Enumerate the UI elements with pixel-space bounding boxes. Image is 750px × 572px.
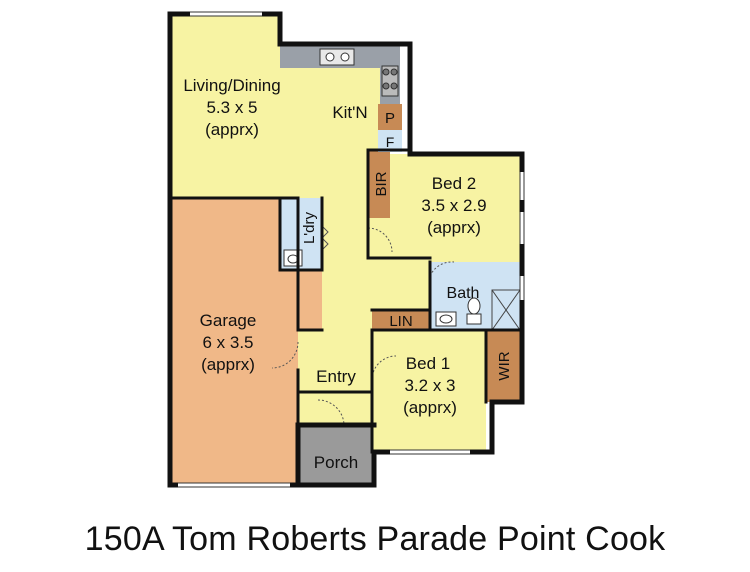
porch-floor — [298, 425, 372, 485]
fridge-space — [378, 130, 402, 152]
bed1-size: 3.2 x 3 — [404, 376, 455, 395]
pantry-label: P — [385, 110, 395, 127]
property-address: 150A Tom Roberts Parade Point Cook — [84, 520, 666, 558]
bed2-size: 3.5 x 2.9 — [421, 196, 486, 215]
floor-plan: Living/Dining 5.3 x 5 (apprx) Kit'N P F … — [167, 11, 525, 488]
garage-note: (apprx) — [201, 355, 255, 374]
kitchen-bench — [280, 44, 400, 104]
kitchen-label: Kit'N — [332, 103, 367, 122]
bed1-label: Bed 1 — [406, 354, 450, 373]
garage-label: Garage — [200, 311, 257, 330]
porch-label: Porch — [314, 453, 358, 472]
door-swings — [271, 227, 455, 425]
lin-floor — [372, 310, 430, 330]
cooktop-icon — [381, 65, 399, 97]
fridge-label: F — [386, 134, 395, 150]
living-dining-floor — [170, 14, 520, 458]
wir-floor — [486, 330, 520, 402]
bed2-note: (apprx) — [427, 218, 481, 237]
living-dining-size: 5.3 x 5 — [206, 98, 257, 117]
window-frames — [178, 11, 525, 488]
windows — [178, 12, 524, 487]
lin-label: LIN — [389, 313, 412, 330]
pantry-floor — [378, 104, 402, 130]
living-dining-note: (apprx) — [205, 120, 259, 139]
vanity-basin-icon — [435, 311, 457, 327]
bed2-label: Bed 2 — [432, 174, 476, 193]
garage-size: 6 x 3.5 — [202, 333, 253, 352]
kitchen-sink-icon — [319, 48, 355, 66]
bed1-note: (apprx) — [403, 398, 457, 417]
entry-label: Entry — [316, 367, 356, 386]
bath-label: Bath — [447, 285, 480, 302]
toilet-icon — [466, 297, 482, 325]
living-dining-label: Living/Dining — [183, 76, 280, 95]
laundry-label: L'dry — [301, 211, 318, 244]
wir-label: WIR — [496, 351, 513, 380]
bir-floor — [368, 150, 390, 218]
bir-label: BIR — [373, 171, 390, 196]
